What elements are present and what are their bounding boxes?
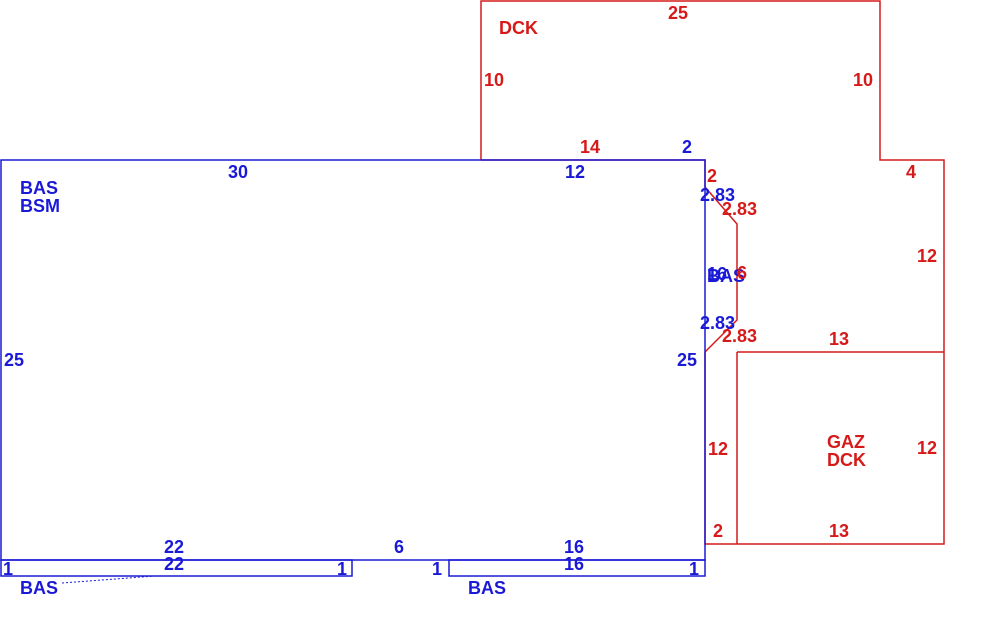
dim-main-top-right: 12 [565, 162, 585, 182]
dim-deck-left: 10 [484, 70, 504, 90]
main-area-outline [0, 159, 706, 561]
dim-bay-side: 16 [707, 264, 727, 284]
left-strip-outline [0, 559, 353, 577]
dim-strip-left-end-a: 1 [3, 559, 13, 579]
dim-red-diag-bottom: 2.83 [722, 326, 757, 346]
dim-red-step: 4 [906, 162, 916, 182]
dim-deck-bottom: 14 [580, 137, 600, 157]
dim-red-notch-bottom: 2 [713, 521, 723, 541]
dim-strip-left-bottom: 22 [164, 554, 184, 574]
dim-bay-diag-top: 2.83 [700, 185, 735, 205]
garage-code-1: GAZ [827, 432, 865, 452]
connector-dotted [61, 575, 156, 584]
main-area-code-2: BSM [20, 196, 60, 216]
dim-strip-right-end-b: 1 [689, 559, 699, 579]
dim-main-bottom-mid: 6 [394, 537, 404, 557]
deck-label: DCK [499, 18, 538, 38]
dim-deck-top: 25 [668, 3, 688, 23]
dim-red-garage-top: 13 [829, 329, 849, 349]
primary-outlines [0, 159, 706, 584]
dim-deck-right: 10 [853, 70, 873, 90]
dim-garage-right: 12 [917, 438, 937, 458]
dim-red-notch-top: 2 [707, 166, 717, 186]
dim-red-left-lower: 12 [708, 439, 728, 459]
dim-bay-diag-bottom: 2.83 [700, 313, 735, 333]
main-area-code-1: BAS [20, 178, 58, 198]
dim-deck-notch: 2 [682, 137, 692, 157]
deck-outline [480, 0, 945, 545]
dim-strip-right-end-a: 1 [432, 559, 442, 579]
right-strip-label: BAS [468, 578, 506, 598]
red-connector [481, 159, 706, 187]
dim-red-bay-side: 6 [737, 263, 747, 283]
dim-red-right-upper: 12 [917, 246, 937, 266]
garage-code-2: DCK [827, 450, 866, 470]
right-strip-outline [448, 559, 706, 577]
bay-label: BAS [707, 266, 745, 286]
left-strip-label: BAS [20, 578, 58, 598]
dim-main-right: 25 [677, 350, 697, 370]
dim-main-top-left: 30 [228, 162, 248, 182]
dim-strip-right-bottom: 16 [564, 554, 584, 574]
dim-strip-left-end-b: 1 [337, 559, 347, 579]
red-bay-outline [704, 186, 738, 353]
dim-red-diag-top: 2.83 [722, 199, 757, 219]
dim-main-bottom-left: 22 [164, 537, 184, 557]
dim-main-bottom-right: 16 [564, 537, 584, 557]
dim-main-left: 25 [4, 350, 24, 370]
dim-garage-bottom: 13 [829, 521, 849, 541]
